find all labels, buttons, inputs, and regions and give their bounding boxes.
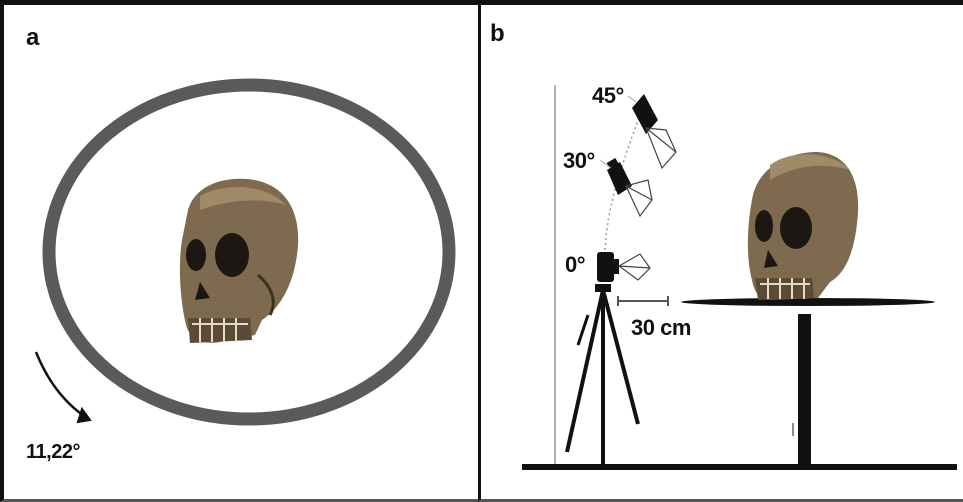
distance-label: 30 cm [631, 315, 691, 341]
rotation-arrow [36, 352, 90, 422]
guide-line-45 [628, 96, 636, 102]
distance-dimension [618, 296, 668, 306]
angle-label-30: 30° [563, 148, 595, 174]
rotation-angle-label: 11,22° [26, 441, 80, 464]
camera-icon-30deg [607, 158, 652, 216]
skull-side-view [748, 152, 858, 300]
panel-a-label: a [26, 24, 39, 52]
camera-icon-45deg [632, 94, 676, 168]
angle-label-45: 45° [592, 83, 624, 109]
panel-b-label: b [490, 20, 505, 48]
angle-label-0: 0° [565, 252, 585, 278]
camera-icon-0deg [597, 252, 650, 282]
tripod-icon [567, 284, 638, 467]
skull-top-view [180, 179, 298, 343]
turntable [681, 298, 935, 466]
